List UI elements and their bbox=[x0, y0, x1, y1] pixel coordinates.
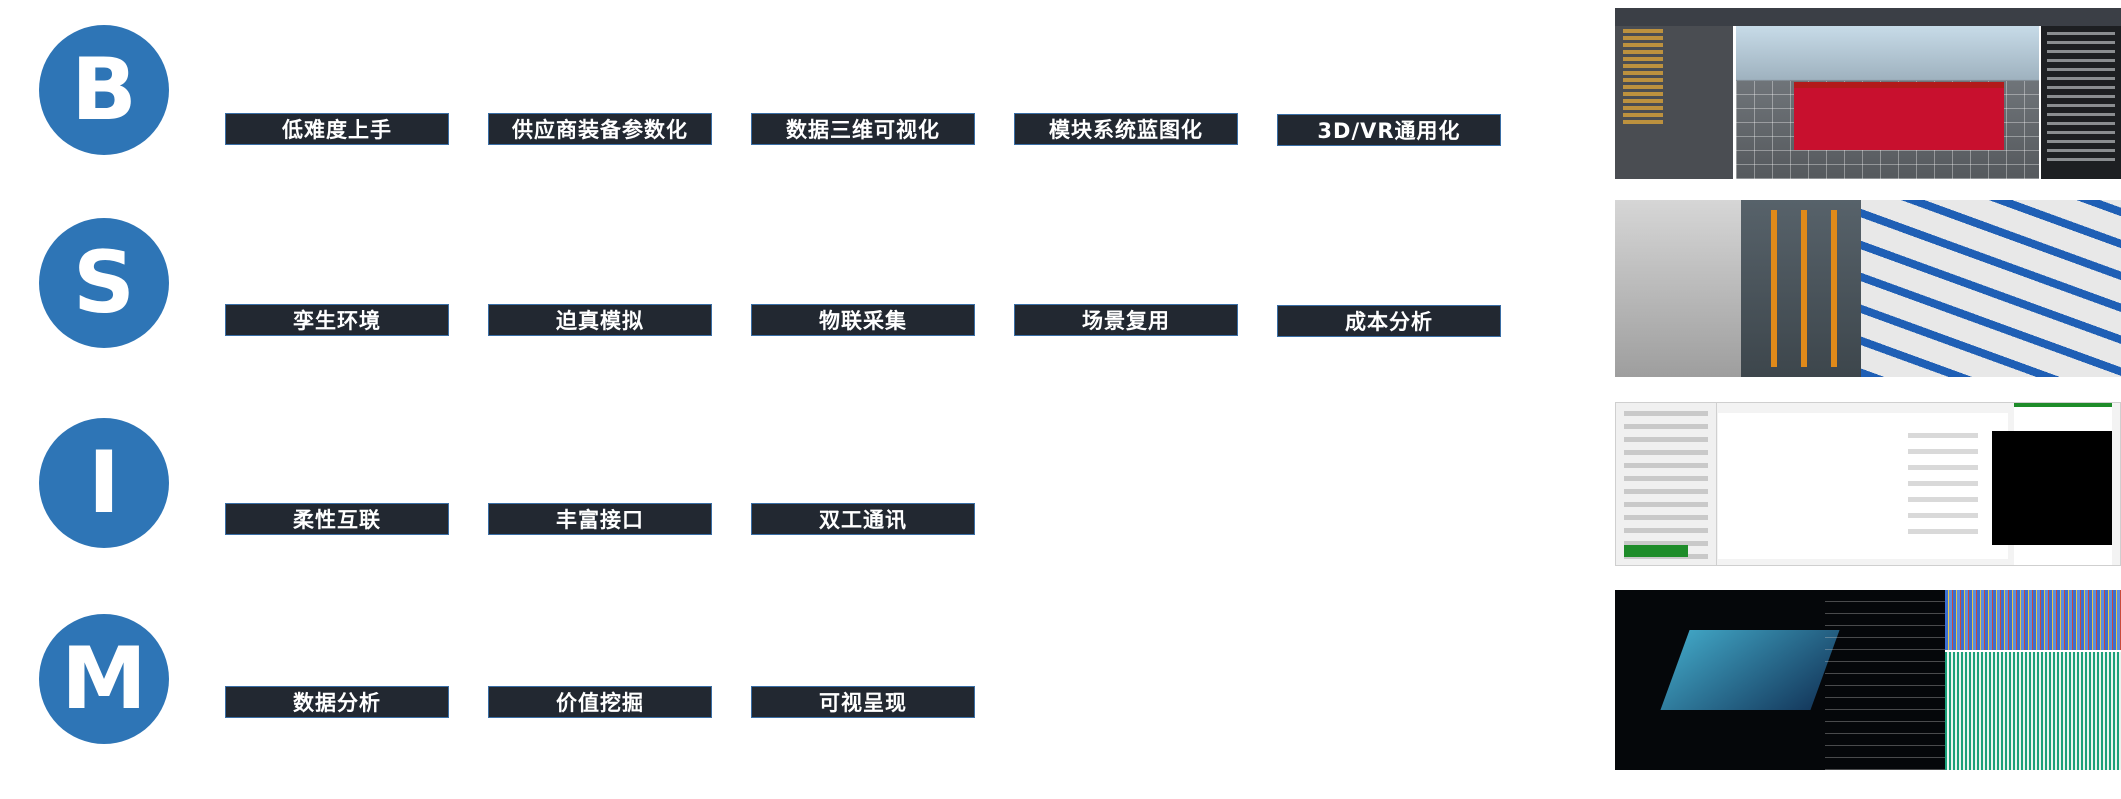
network-graph-view bbox=[1992, 431, 2112, 545]
tag-b-3: 数据三维可视化 bbox=[751, 113, 975, 145]
tag-m-3: 可视呈现 bbox=[751, 686, 975, 718]
data-link-lines bbox=[1825, 590, 1945, 770]
letter-b: B bbox=[71, 40, 137, 140]
tag-i-2: 丰富接口 bbox=[488, 503, 712, 535]
stacker-crane-scene bbox=[1741, 200, 1861, 377]
settings-form bbox=[1616, 403, 1717, 565]
interface-screenshot bbox=[1615, 402, 2121, 566]
editor-scene-tree bbox=[1615, 26, 1733, 179]
editor-properties-panel bbox=[2041, 26, 2121, 179]
letter-circle-m: M bbox=[39, 614, 169, 744]
editor-toolbar bbox=[1615, 8, 2121, 26]
letter-circle-s: S bbox=[39, 218, 169, 348]
letter-circle-i: I bbox=[39, 418, 169, 548]
tag-s-1: 孪生环境 bbox=[225, 304, 449, 336]
data-visualization-screenshot bbox=[1615, 590, 2121, 770]
letter-circle-b: B bbox=[39, 25, 169, 155]
tag-s-5: 成本分析 bbox=[1277, 305, 1501, 337]
tag-m-2: 价值挖掘 bbox=[488, 686, 712, 718]
editor-screenshot bbox=[1615, 8, 2121, 179]
tag-i-1: 柔性互联 bbox=[225, 503, 449, 535]
red-warehouse-model bbox=[1794, 82, 2004, 150]
tag-b-5: 3D/VR通用化 bbox=[1277, 114, 1501, 146]
digital-twin-dark-view bbox=[1615, 590, 1945, 770]
tag-b-1: 低难度上手 bbox=[225, 113, 449, 145]
route-map-panel bbox=[1718, 413, 2008, 559]
editor-viewport bbox=[1736, 26, 2039, 179]
letter-i: I bbox=[88, 433, 120, 533]
tag-s-2: 迫真模拟 bbox=[488, 304, 712, 336]
tag-s-3: 物联采集 bbox=[751, 304, 975, 336]
tag-b-4: 模块系统蓝图化 bbox=[1014, 113, 1238, 145]
spectrum-chart bbox=[1945, 590, 2121, 650]
green-run-button bbox=[1624, 545, 1688, 557]
tag-s-4: 场景复用 bbox=[1014, 304, 1238, 336]
robot-arm-scene bbox=[1615, 200, 1741, 377]
warehouse-rack-scene bbox=[1861, 200, 2121, 377]
glowing-building-model bbox=[1660, 630, 1840, 710]
tag-i-3: 双工通讯 bbox=[751, 503, 975, 535]
tag-m-1: 数据分析 bbox=[225, 686, 449, 718]
simulation-screenshot bbox=[1615, 200, 2121, 377]
heatmap-chart bbox=[1945, 652, 2121, 770]
letter-s: S bbox=[73, 233, 135, 333]
tag-b-2: 供应商装备参数化 bbox=[488, 113, 712, 145]
letter-m: M bbox=[61, 629, 147, 729]
